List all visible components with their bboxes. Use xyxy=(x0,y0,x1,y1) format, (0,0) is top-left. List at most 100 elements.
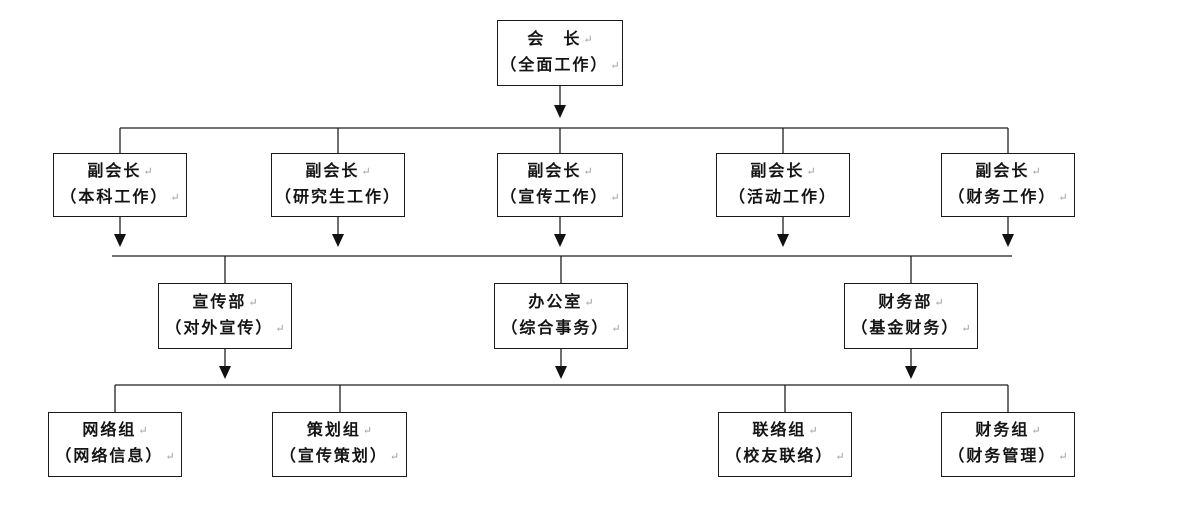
connector-departments-to-teams xyxy=(114,349,1009,412)
node-dept-office: 办公室↵ （综合事务）↵ xyxy=(494,283,628,349)
node-title-text: 副会长 xyxy=(750,162,805,180)
node-title: 网络组↵ xyxy=(82,419,147,444)
node-title: 策划组↵ xyxy=(307,419,372,444)
arrowhead-down-icon xyxy=(332,234,344,247)
paragraph-mark-icon: ↵ xyxy=(165,451,175,463)
node-vp-activities: 副会长↵ （活动工作） xyxy=(716,153,850,217)
node-title-text: 办公室 xyxy=(528,293,583,311)
node-title-text: 宣传部 xyxy=(192,293,247,311)
arrowhead-down-icon xyxy=(554,234,566,247)
node-president: 会 长↵ （全面工作）↵ xyxy=(497,20,623,86)
node-subtitle: （研究生工作） xyxy=(275,186,401,211)
node-subtitle-text: （活动工作） xyxy=(728,188,837,206)
node-title-text: 财务组 xyxy=(975,422,1030,440)
node-subtitle: （对外宣传）↵ xyxy=(165,317,284,342)
node-team-finance: 财务组↵ （财务管理）↵ xyxy=(941,412,1075,477)
node-subtitle-text: （宣传工作） xyxy=(500,188,609,206)
node-subtitle-text: （网络信息） xyxy=(55,448,164,465)
arrowhead-down-icon xyxy=(777,234,789,247)
node-subtitle: （本科工作）↵ xyxy=(60,186,179,211)
paragraph-mark-icon: ↵ xyxy=(610,59,620,72)
paragraph-mark-icon: ↵ xyxy=(361,165,371,178)
node-title-text: 网络组 xyxy=(82,422,137,440)
node-subtitle: （综合事务）↵ xyxy=(501,317,620,342)
paragraph-mark-icon: ↵ xyxy=(961,322,971,335)
paragraph-mark-icon: ↵ xyxy=(934,296,944,309)
node-team-planning: 策划组↵ （宣传策划）↵ xyxy=(272,412,407,477)
node-title: 办公室↵ xyxy=(528,291,593,316)
paragraph-mark-icon: ↵ xyxy=(584,296,594,309)
node-subtitle-text: （综合事务） xyxy=(501,319,610,337)
paragraph-mark-icon: ↵ xyxy=(248,296,258,309)
node-vp-graduate: 副会长↵ （研究生工作） xyxy=(271,153,405,217)
node-subtitle-text: （基金财务） xyxy=(851,319,960,337)
paragraph-mark-icon: ↵ xyxy=(138,425,148,438)
node-title-text: 会 长 xyxy=(527,30,582,48)
node-subtitle-text: （研究生工作） xyxy=(274,188,401,206)
arrowhead-down-icon xyxy=(219,366,231,379)
node-title-text: 联络组 xyxy=(752,422,807,440)
connector-vps-to-departments xyxy=(112,217,1014,283)
paragraph-mark-icon: ↵ xyxy=(583,33,593,46)
node-title-text: 副会长 xyxy=(305,162,360,180)
paragraph-mark-icon: ↵ xyxy=(143,165,153,178)
paragraph-mark-icon: ↵ xyxy=(610,191,620,204)
node-subtitle: （校友联络）↵ xyxy=(725,445,844,470)
node-subtitle: （基金财务）↵ xyxy=(851,317,970,342)
node-subtitle-text: （财务管理） xyxy=(948,448,1057,465)
node-dept-finance: 财务部↵ （基金财务）↵ xyxy=(844,283,978,349)
paragraph-mark-icon: ↵ xyxy=(170,191,180,204)
node-title: 联络组↵ xyxy=(752,419,817,444)
node-subtitle: （财务工作）↵ xyxy=(948,186,1067,211)
node-title-text: 副会长 xyxy=(975,162,1030,180)
arrowhead-down-icon xyxy=(905,366,917,379)
node-subtitle-text: （校友联络） xyxy=(725,448,834,465)
arrowhead-down-icon xyxy=(1002,234,1014,247)
node-title: 财务组↵ xyxy=(975,419,1040,444)
node-vp-finance: 副会长↵ （财务工作）↵ xyxy=(941,153,1075,217)
node-subtitle-text: （全面工作） xyxy=(500,56,609,74)
node-title: 会 长↵ xyxy=(527,28,592,53)
arrowhead-down-icon xyxy=(554,105,566,118)
node-subtitle-text: （本科工作） xyxy=(60,188,169,206)
node-title-text: 副会长 xyxy=(527,162,582,180)
node-title-text: 财务部 xyxy=(878,293,933,311)
node-subtitle: （财务管理）↵ xyxy=(948,445,1067,470)
paragraph-mark-icon: ↵ xyxy=(611,322,621,335)
node-team-network: 网络组↵ （网络信息）↵ xyxy=(48,412,182,477)
node-subtitle: （网络信息）↵ xyxy=(55,445,174,470)
node-title: 宣传部↵ xyxy=(192,291,257,316)
node-subtitle: （活动工作） xyxy=(729,186,837,211)
node-subtitle: （全面工作）↵ xyxy=(500,54,619,79)
paragraph-mark-icon: ↵ xyxy=(362,425,373,438)
node-title: 副会长↵ xyxy=(750,160,815,185)
paragraph-mark-icon: ↵ xyxy=(1058,191,1068,204)
node-dept-publicity: 宣传部↵ （对外宣传）↵ xyxy=(158,283,292,349)
node-title: 副会长↵ xyxy=(975,160,1040,185)
node-subtitle: （宣传策划）↵ xyxy=(280,445,399,470)
connector-president-to-vps xyxy=(119,86,1009,153)
node-vp-publicity: 副会长↵ （宣传工作）↵ xyxy=(497,153,623,217)
node-team-liaison: 联络组↵ （校友联络）↵ xyxy=(718,412,852,477)
paragraph-mark-icon: ↵ xyxy=(275,322,285,335)
arrowhead-down-icon xyxy=(555,366,567,379)
node-vp-undergraduate: 副会长↵ （本科工作）↵ xyxy=(53,153,187,217)
node-subtitle-text: （财务工作） xyxy=(948,188,1057,206)
node-title: 副会长↵ xyxy=(305,160,370,185)
node-title: 副会长↵ xyxy=(527,160,592,185)
paragraph-mark-icon: ↵ xyxy=(806,165,816,178)
paragraph-mark-icon: ↵ xyxy=(389,451,400,463)
node-title-text: 策划组 xyxy=(306,422,361,440)
paragraph-mark-icon: ↵ xyxy=(808,425,818,438)
node-title: 财务部↵ xyxy=(878,291,943,316)
paragraph-mark-icon: ↵ xyxy=(583,165,593,178)
arrowhead-down-icon xyxy=(114,234,126,247)
node-subtitle: （宣传工作）↵ xyxy=(500,186,619,211)
paragraph-mark-icon: ↵ xyxy=(835,451,845,463)
node-subtitle-text: （宣传策划） xyxy=(279,448,388,465)
paragraph-mark-icon: ↵ xyxy=(1031,165,1041,178)
node-subtitle-text: （对外宣传） xyxy=(165,319,274,337)
paragraph-mark-icon: ↵ xyxy=(1058,451,1068,463)
